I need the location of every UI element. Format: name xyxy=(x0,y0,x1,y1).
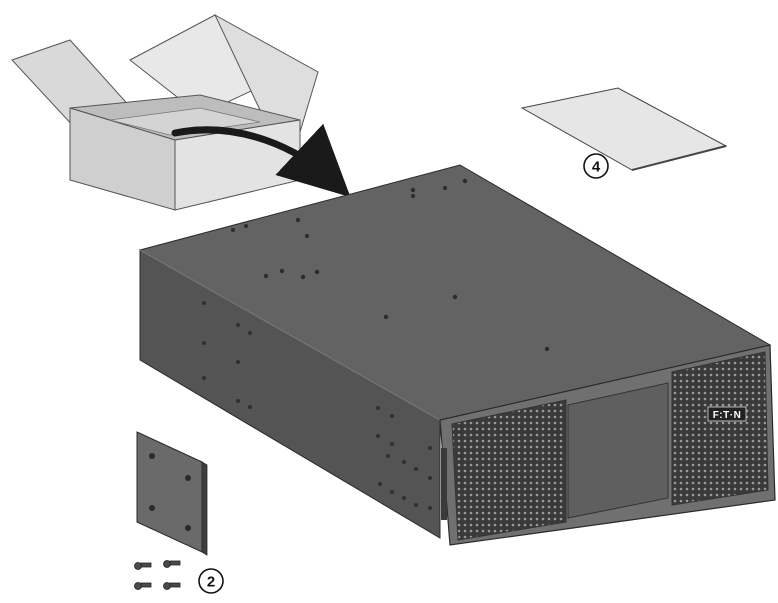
documentation-sheet xyxy=(520,87,728,171)
callout-2-label: 2 xyxy=(207,574,215,591)
screw xyxy=(163,560,181,568)
logo-text: F:T·N xyxy=(713,410,742,421)
callout-4-label: 4 xyxy=(592,159,601,176)
callout-4: 4 xyxy=(583,153,609,179)
screw xyxy=(134,562,152,570)
callout-2: 2 xyxy=(198,568,224,594)
ups-chassis: F:T·N xyxy=(138,164,776,546)
screw xyxy=(163,582,181,590)
left-vent-grille xyxy=(451,399,567,541)
unpack-arrow xyxy=(171,123,351,198)
screw xyxy=(134,582,152,590)
eaton-logo: F:T·N xyxy=(707,406,747,422)
right-vent-grille xyxy=(671,351,769,506)
mounting-bracket xyxy=(136,431,208,556)
shipping-box xyxy=(11,13,319,211)
mounting-screws xyxy=(134,560,181,590)
